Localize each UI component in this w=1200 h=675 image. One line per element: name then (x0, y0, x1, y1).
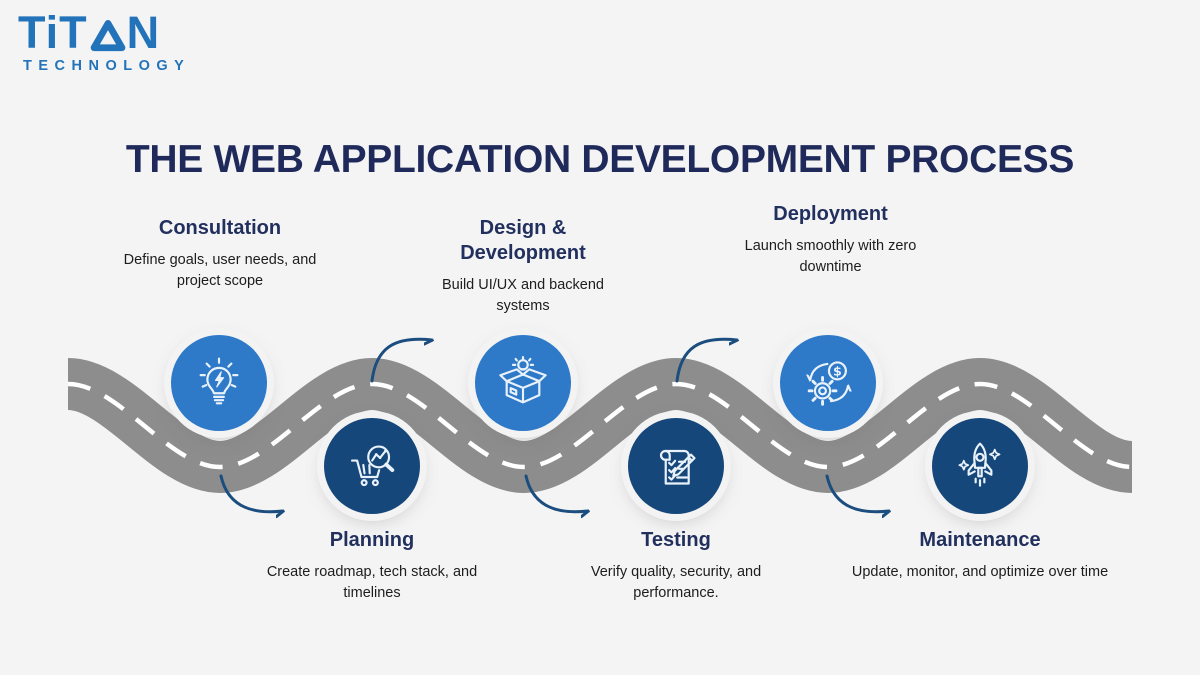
stage-maintenance: Maintenance Update, monitor, and optimiz… (851, 528, 1109, 583)
stage-planning: Planning Create roadmap, tech stack, and… (254, 528, 490, 603)
route-arrow-down-3 (825, 474, 889, 512)
page-title: THE WEB APPLICATION DEVELOPMENT PROCESS (125, 138, 1075, 182)
stage-label: Maintenance (919, 529, 1041, 551)
stage-description: Update, monitor, and optimize over time (851, 564, 1109, 581)
stage-label: Deployment (773, 203, 888, 225)
stage-label: Design & Development (460, 217, 586, 265)
rocket-icon (951, 437, 1009, 495)
stage-description: Build UI/UX and backend systems (441, 277, 604, 314)
stage-consultation: Consultation Define goals, user needs, a… (109, 216, 331, 291)
brand-text-right: N (126, 7, 161, 58)
stage-circle-consultation (171, 335, 267, 431)
stage-circle-planning (324, 418, 420, 514)
stage-label: Planning (329, 529, 415, 551)
stage-description: Define goals, user needs, and project sc… (123, 252, 317, 289)
route-arrow-up-2 (675, 337, 737, 383)
lightbulb-bolt-icon (190, 354, 248, 412)
stage-circle-deployment: $ (780, 335, 876, 431)
brand-logo: TiT N TECHNOLOGY (18, 10, 190, 74)
cart-magnifier-icon (343, 437, 401, 495)
brand-subtitle: TECHNOLOGY (23, 58, 191, 74)
stage-circle-testing (628, 418, 724, 514)
stage-testing: Testing Verify quality, security, and pe… (566, 528, 786, 603)
route-arrow-down-2 (524, 474, 588, 512)
stage-circle-maintenance (932, 418, 1028, 514)
stage-deployment: Deployment Launch smoothly with zero dow… (733, 202, 928, 277)
route-arrow-up-1 (370, 337, 432, 383)
checklist-pencil-icon (647, 437, 705, 495)
triangle-icon (90, 20, 125, 52)
stage-label: Consultation (158, 217, 282, 239)
stage-description: Create roadmap, tech stack, and timeline… (266, 564, 478, 601)
stage-design-development: Design & Development Build UI/UX and bac… (433, 216, 613, 317)
stage-description: Launch smoothly with zero downtime (744, 238, 917, 275)
gear-dollar-cycle-icon: $ (799, 354, 857, 412)
stage-circle-design-development (475, 335, 571, 431)
brand-text-left: TiT (18, 7, 88, 58)
stage-description: Verify quality, security, and performanc… (590, 564, 762, 601)
route-arrow-down-1 (219, 474, 283, 512)
stage-label: Testing (641, 529, 711, 551)
road-center-dashes (67, 381, 1133, 470)
brand-wordmark: TiT N (18, 10, 190, 55)
open-box-idea-icon (494, 354, 552, 412)
svg-text:$: $ (833, 364, 842, 379)
